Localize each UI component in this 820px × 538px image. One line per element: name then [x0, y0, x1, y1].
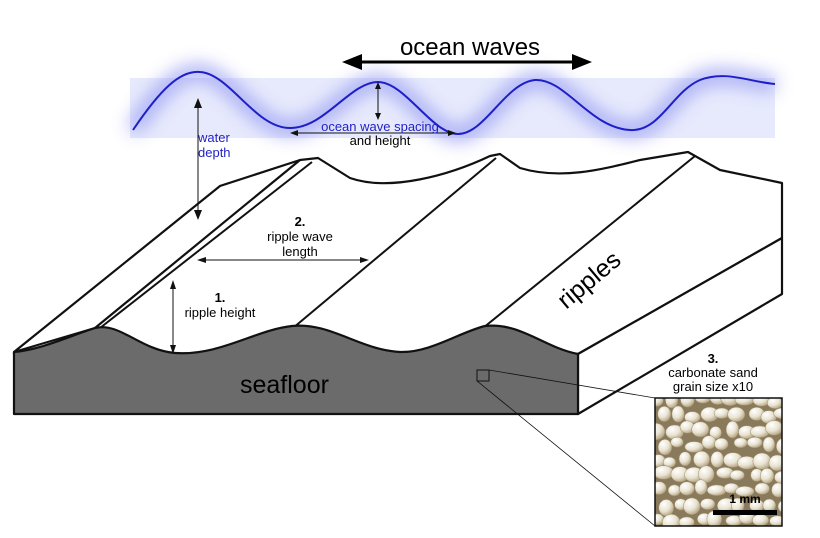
water-depth-arrow-bottom [194, 210, 202, 220]
scale-bar-label: 1 mm [729, 492, 761, 506]
ripple-length-arrow-left [197, 257, 206, 263]
ocean-waves-title: ocean waves [399, 34, 541, 61]
sand-grain [725, 420, 740, 439]
sand-grain [746, 436, 763, 449]
sand-grain [701, 435, 717, 450]
sand-grain [751, 514, 770, 526]
sand-grain [766, 398, 782, 409]
sand-grain [662, 514, 681, 526]
sand-grain [759, 468, 775, 484]
sand-grain [768, 454, 782, 472]
sand-grain [774, 470, 782, 485]
sand-grain-label: 3. carbonate sand grain size x10 [668, 351, 758, 394]
ripple-length-arrow-right [360, 257, 369, 263]
sand-grain [657, 439, 673, 456]
sand-grain [769, 515, 782, 526]
sand-grain [765, 420, 782, 436]
sand-grain [665, 398, 679, 409]
wave-height-arrow-top [375, 82, 381, 89]
zoom-line-top [488, 369, 656, 399]
left-top-edge [13, 158, 301, 353]
sand-grain [683, 497, 701, 515]
sand-grain [680, 398, 695, 408]
sand-grain [657, 406, 672, 422]
sand-grain [700, 498, 716, 510]
wave-height-arrow-bottom [375, 113, 381, 120]
sand-grain [679, 481, 695, 496]
seafloor-front [12, 324, 580, 416]
ripple-height-arrow-top [170, 280, 176, 289]
water-depth-arrow-top [194, 98, 202, 108]
sand-grain [773, 407, 782, 420]
sand-grain [678, 516, 695, 526]
sand-grain [777, 500, 782, 513]
arrow-head-left [342, 54, 362, 70]
water-depth-label: water depth [198, 130, 231, 160]
seafloor-label: seafloor [240, 371, 329, 399]
sand-grain [729, 469, 745, 481]
sand-grain [670, 436, 684, 448]
sand-grain [776, 438, 782, 455]
sand-grain [678, 451, 692, 467]
sand-grain [762, 436, 776, 453]
sample-box [476, 369, 490, 382]
sand-grain [693, 450, 711, 468]
ripple-surface [12, 150, 784, 356]
ripple-height-arrow-bottom [170, 345, 176, 354]
scale-bar [713, 510, 777, 515]
sand-inset-frame [654, 397, 783, 527]
sand-grain [691, 421, 710, 438]
arrow-head-right [572, 54, 592, 70]
wave-spacing-label: ocean wave spacing and height [321, 119, 439, 148]
ripple-wavelength-label: 2. ripple wave length [267, 214, 333, 259]
sand-grain [684, 441, 704, 453]
sand-grain [734, 398, 755, 406]
sand-grain [714, 437, 729, 451]
ripple-crest-3 [482, 155, 696, 329]
sand-grain [655, 398, 664, 407]
ripple-crest-2 [292, 157, 497, 329]
ocean-wave-line [132, 70, 776, 136]
sand-grain [694, 479, 708, 496]
sand-grain [735, 486, 755, 497]
sand-grain [752, 452, 772, 470]
sand-grain [655, 481, 667, 495]
sand-grain [667, 484, 681, 497]
sand-grain [709, 426, 722, 440]
sand-grain-photo [655, 398, 782, 526]
sand-grain [671, 405, 685, 423]
sand-grain [733, 437, 748, 449]
sand-grain [698, 465, 715, 483]
sand-grain [713, 407, 730, 419]
ripple-height-label: 1. ripple height [184, 290, 256, 320]
sand-grain [655, 465, 674, 480]
sand-grain [727, 406, 746, 423]
zoom-line-bottom [476, 380, 656, 527]
sand-grain [754, 482, 770, 495]
sand-grain [658, 499, 675, 517]
ripple-crest-1 [99, 161, 313, 329]
sand-grain [694, 398, 712, 404]
sand-grain [771, 482, 782, 498]
sand-grain [710, 451, 724, 468]
wave-spacing-arrow-right [448, 130, 456, 136]
wave-spacing-arrow-left [290, 130, 298, 136]
